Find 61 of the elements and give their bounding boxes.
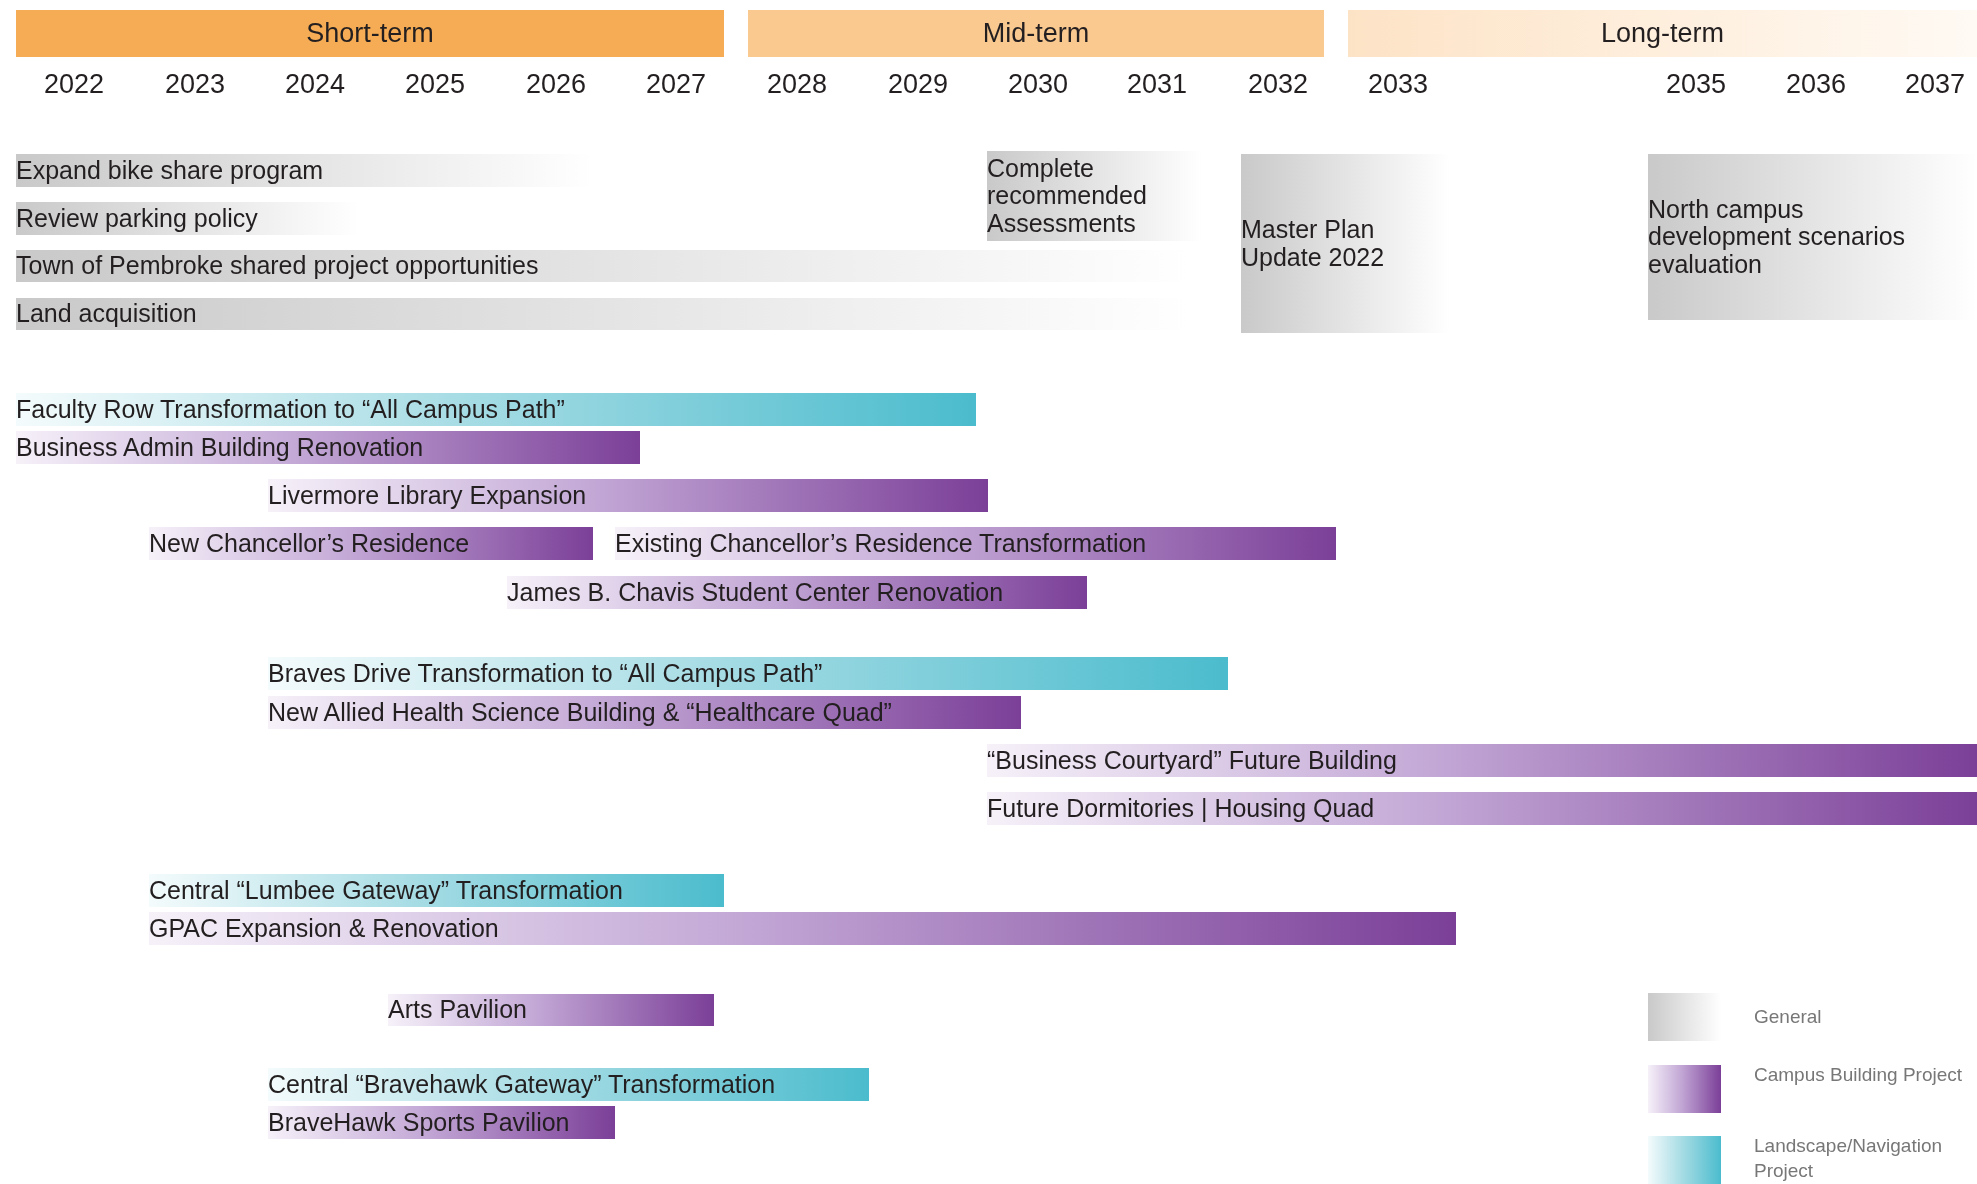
timeline-bar bbox=[268, 696, 1021, 729]
project-label: Master Plan Update 2022 bbox=[1241, 216, 1386, 271]
year-label: 2028 bbox=[766, 68, 828, 101]
year-label: 2026 bbox=[525, 68, 587, 101]
project-label: Arts Pavilion bbox=[388, 994, 527, 1026]
project-label: Braves Drive Transformation to “All Campus Path” bbox=[268, 657, 823, 689]
project-label: Land acquisition bbox=[16, 298, 197, 330]
project-label: Faculty Row Transformation to “All Campus Path” bbox=[16, 393, 565, 425]
project-label: Review parking policy bbox=[16, 202, 258, 234]
project-label: James B. Chavis Student Center Renovation bbox=[507, 576, 1004, 608]
period-label: Mid-term bbox=[982, 17, 1090, 51]
project-label: Expand bike share program bbox=[16, 154, 324, 186]
project-label: Central “Bravehawk Gateway” Transformation bbox=[268, 1068, 776, 1100]
timeline-bar bbox=[268, 1106, 615, 1139]
project-label: New Chancellor’s Residence bbox=[149, 527, 470, 559]
year-label: 2029 bbox=[887, 68, 949, 101]
year-label: 2031 bbox=[1126, 68, 1188, 101]
year-label: 2033 bbox=[1367, 68, 1429, 101]
project-label: “Business Courtyard” Future Building bbox=[987, 744, 1397, 776]
project-label: Town of Pembroke shared project opportunities bbox=[16, 250, 539, 282]
legend-label: Campus Building Project bbox=[1754, 1063, 1964, 1087]
timeline-bar bbox=[268, 657, 1228, 690]
timeline-bar bbox=[268, 479, 988, 512]
period-band bbox=[1348, 10, 1977, 57]
year-label: 2023 bbox=[164, 68, 226, 101]
year-label: 2030 bbox=[1007, 68, 1069, 101]
year-label: 2024 bbox=[284, 68, 346, 101]
year-label: 2035 bbox=[1665, 68, 1727, 101]
timeline-bar bbox=[268, 1068, 869, 1101]
timeline-bar bbox=[615, 527, 1336, 560]
timeline-bar bbox=[507, 576, 1087, 609]
project-label: Future Dormitories | Housing Quad bbox=[987, 792, 1375, 824]
project-label: Existing Chancellor’s Residence Transformation bbox=[615, 527, 1147, 559]
project-label: Livermore Library Expansion bbox=[268, 479, 587, 511]
timeline-bar bbox=[149, 527, 593, 560]
project-label: Business Admin Building Renovation bbox=[16, 431, 424, 463]
legend-label: General bbox=[1754, 1005, 1823, 1029]
timeline-bar bbox=[388, 994, 714, 1026]
period-label: Short-term bbox=[306, 17, 434, 51]
timeline-bar bbox=[16, 393, 976, 426]
period-band bbox=[748, 10, 1324, 57]
year-label: 2036 bbox=[1785, 68, 1847, 101]
year-label: 2025 bbox=[404, 68, 466, 101]
project-label: GPAC Expansion & Renovation bbox=[149, 912, 499, 944]
legend-label: Landscape/Navigation Project bbox=[1754, 1134, 1944, 1183]
timeline-bar bbox=[987, 744, 1977, 777]
timeline-bar bbox=[149, 912, 1456, 945]
project-label: Central “Lumbee Gateway” Transformation bbox=[149, 874, 623, 906]
period-band bbox=[16, 10, 724, 57]
period-label: Long-term bbox=[1600, 17, 1725, 51]
project-label: BraveHawk Sports Pavilion bbox=[268, 1106, 570, 1138]
project-label: Complete recommended Assessments bbox=[987, 154, 1148, 238]
timeline-bar bbox=[16, 431, 640, 464]
year-label: 2037 bbox=[1904, 68, 1966, 101]
timeline-bar bbox=[987, 792, 1977, 825]
year-label: 2027 bbox=[645, 68, 707, 101]
project-label: New Allied Health Science Building & “Healthcare Quad” bbox=[268, 696, 892, 728]
timeline-bar bbox=[149, 874, 724, 907]
project-label: North campus development scenarios evaluation bbox=[1648, 195, 1907, 279]
year-label: 2032 bbox=[1247, 68, 1309, 101]
year-label: 2022 bbox=[43, 68, 105, 101]
